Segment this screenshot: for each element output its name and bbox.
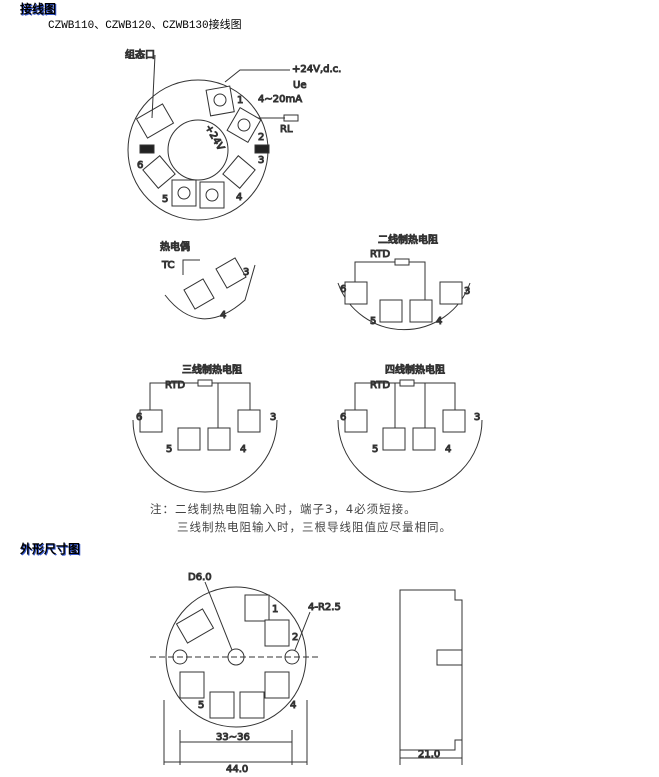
rl-label: RL: [280, 124, 293, 135]
rtd4-terminal-6: 6: [340, 412, 346, 423]
rtd2-terminal-6: 6: [340, 284, 346, 295]
current-label: 4~20mA: [258, 94, 302, 105]
ue-label: Ue: [293, 80, 306, 91]
w3336-label: 33~36: [216, 732, 250, 743]
d6-label: D6.0: [188, 572, 212, 583]
wiring-notes: 注：二线制热电阻输入时，端子3，4必须短接。 三线制热电阻输入时，三根导线阻值应…: [150, 500, 452, 536]
rtd4-title: 四线制热电阻: [385, 363, 445, 376]
dim-terminal-2: 2: [292, 632, 298, 643]
note-2wire: 注：二线制热电阻输入时，端子3，4必须短接。: [150, 502, 417, 516]
r25-label: 4-R2.5: [308, 602, 341, 613]
rtd4-diagram: 四线制热电阻 RTD 6 5 3 4: [337, 363, 483, 493]
wiring-subtitle: CZWB110、CZWB120、CZWB130接线图: [48, 20, 242, 32]
rtd4-terminal-3: 3: [474, 412, 480, 423]
rtd2-terminal-4: 4: [436, 316, 442, 327]
rtd3-label: RTD: [165, 380, 185, 391]
terminal-3: 3: [258, 155, 264, 166]
rtd3-terminal-5: 5: [166, 444, 172, 455]
rtd2-terminal-3: 3: [464, 286, 470, 297]
rtd3-terminal-3: 3: [270, 412, 276, 423]
wiring-heading: 接线图: [20, 2, 57, 16]
rtd3-terminal-6: 6: [136, 412, 142, 423]
rtd4-label: RTD: [370, 380, 390, 391]
terminal-1: 1: [237, 95, 243, 106]
note-3wire: 三线制热电阻输入时，三根导线阻值应尽量相同。: [177, 520, 452, 534]
plus24-label: +24V: [202, 123, 226, 153]
config-port-label: 组态口: [125, 48, 155, 61]
w44-label: 44.0: [226, 764, 248, 775]
supply-label: +24V,d.c.: [292, 64, 341, 75]
rtd2-title: 二线制热电阻: [378, 233, 438, 246]
main-wiring-diagram: 组态口 +24V,d.c. Ue 4~20mA RL +24V 1 2 3 4 …: [125, 48, 342, 221]
dims-heading: 外形尺寸图: [20, 542, 81, 556]
dimension-front-view: D6.0 4-R2.5 33~36 44.0 1 2 5 4: [150, 572, 341, 776]
dimension-side-view: 21.0: [399, 589, 463, 765]
terminal-6: 6: [137, 160, 143, 171]
thermocouple-diagram: 热电偶 TC 3 4: [160, 240, 256, 322]
tc-terminal-4: 4: [220, 310, 226, 321]
rtd2-label: RTD: [370, 249, 390, 260]
dim-terminal-4: 4: [290, 700, 296, 711]
rtd4-terminal-4: 4: [445, 444, 451, 455]
terminal-4: 4: [236, 192, 242, 203]
rtd3-title: 三线制热电阻: [182, 363, 242, 376]
tc-label: TC: [161, 260, 175, 271]
terminal-5: 5: [162, 194, 168, 205]
rtd4-terminal-5: 5: [372, 444, 378, 455]
dim-terminal-1: 1: [272, 604, 278, 615]
rtd3-terminal-4: 4: [240, 444, 246, 455]
rtd2-terminal-5: 5: [370, 316, 376, 327]
terminal-2: 2: [258, 132, 264, 143]
rtd2-diagram: 二线制热电阻 RTD 6 5 3 4: [337, 233, 471, 331]
w21-label: 21.0: [418, 749, 440, 760]
dim-terminal-5: 5: [198, 700, 204, 711]
tc-terminal-3: 3: [243, 267, 249, 278]
thermocouple-title: 热电偶: [160, 240, 190, 253]
rtd3-diagram: 三线制热电阻 RTD 6 5 3 4: [132, 363, 278, 493]
